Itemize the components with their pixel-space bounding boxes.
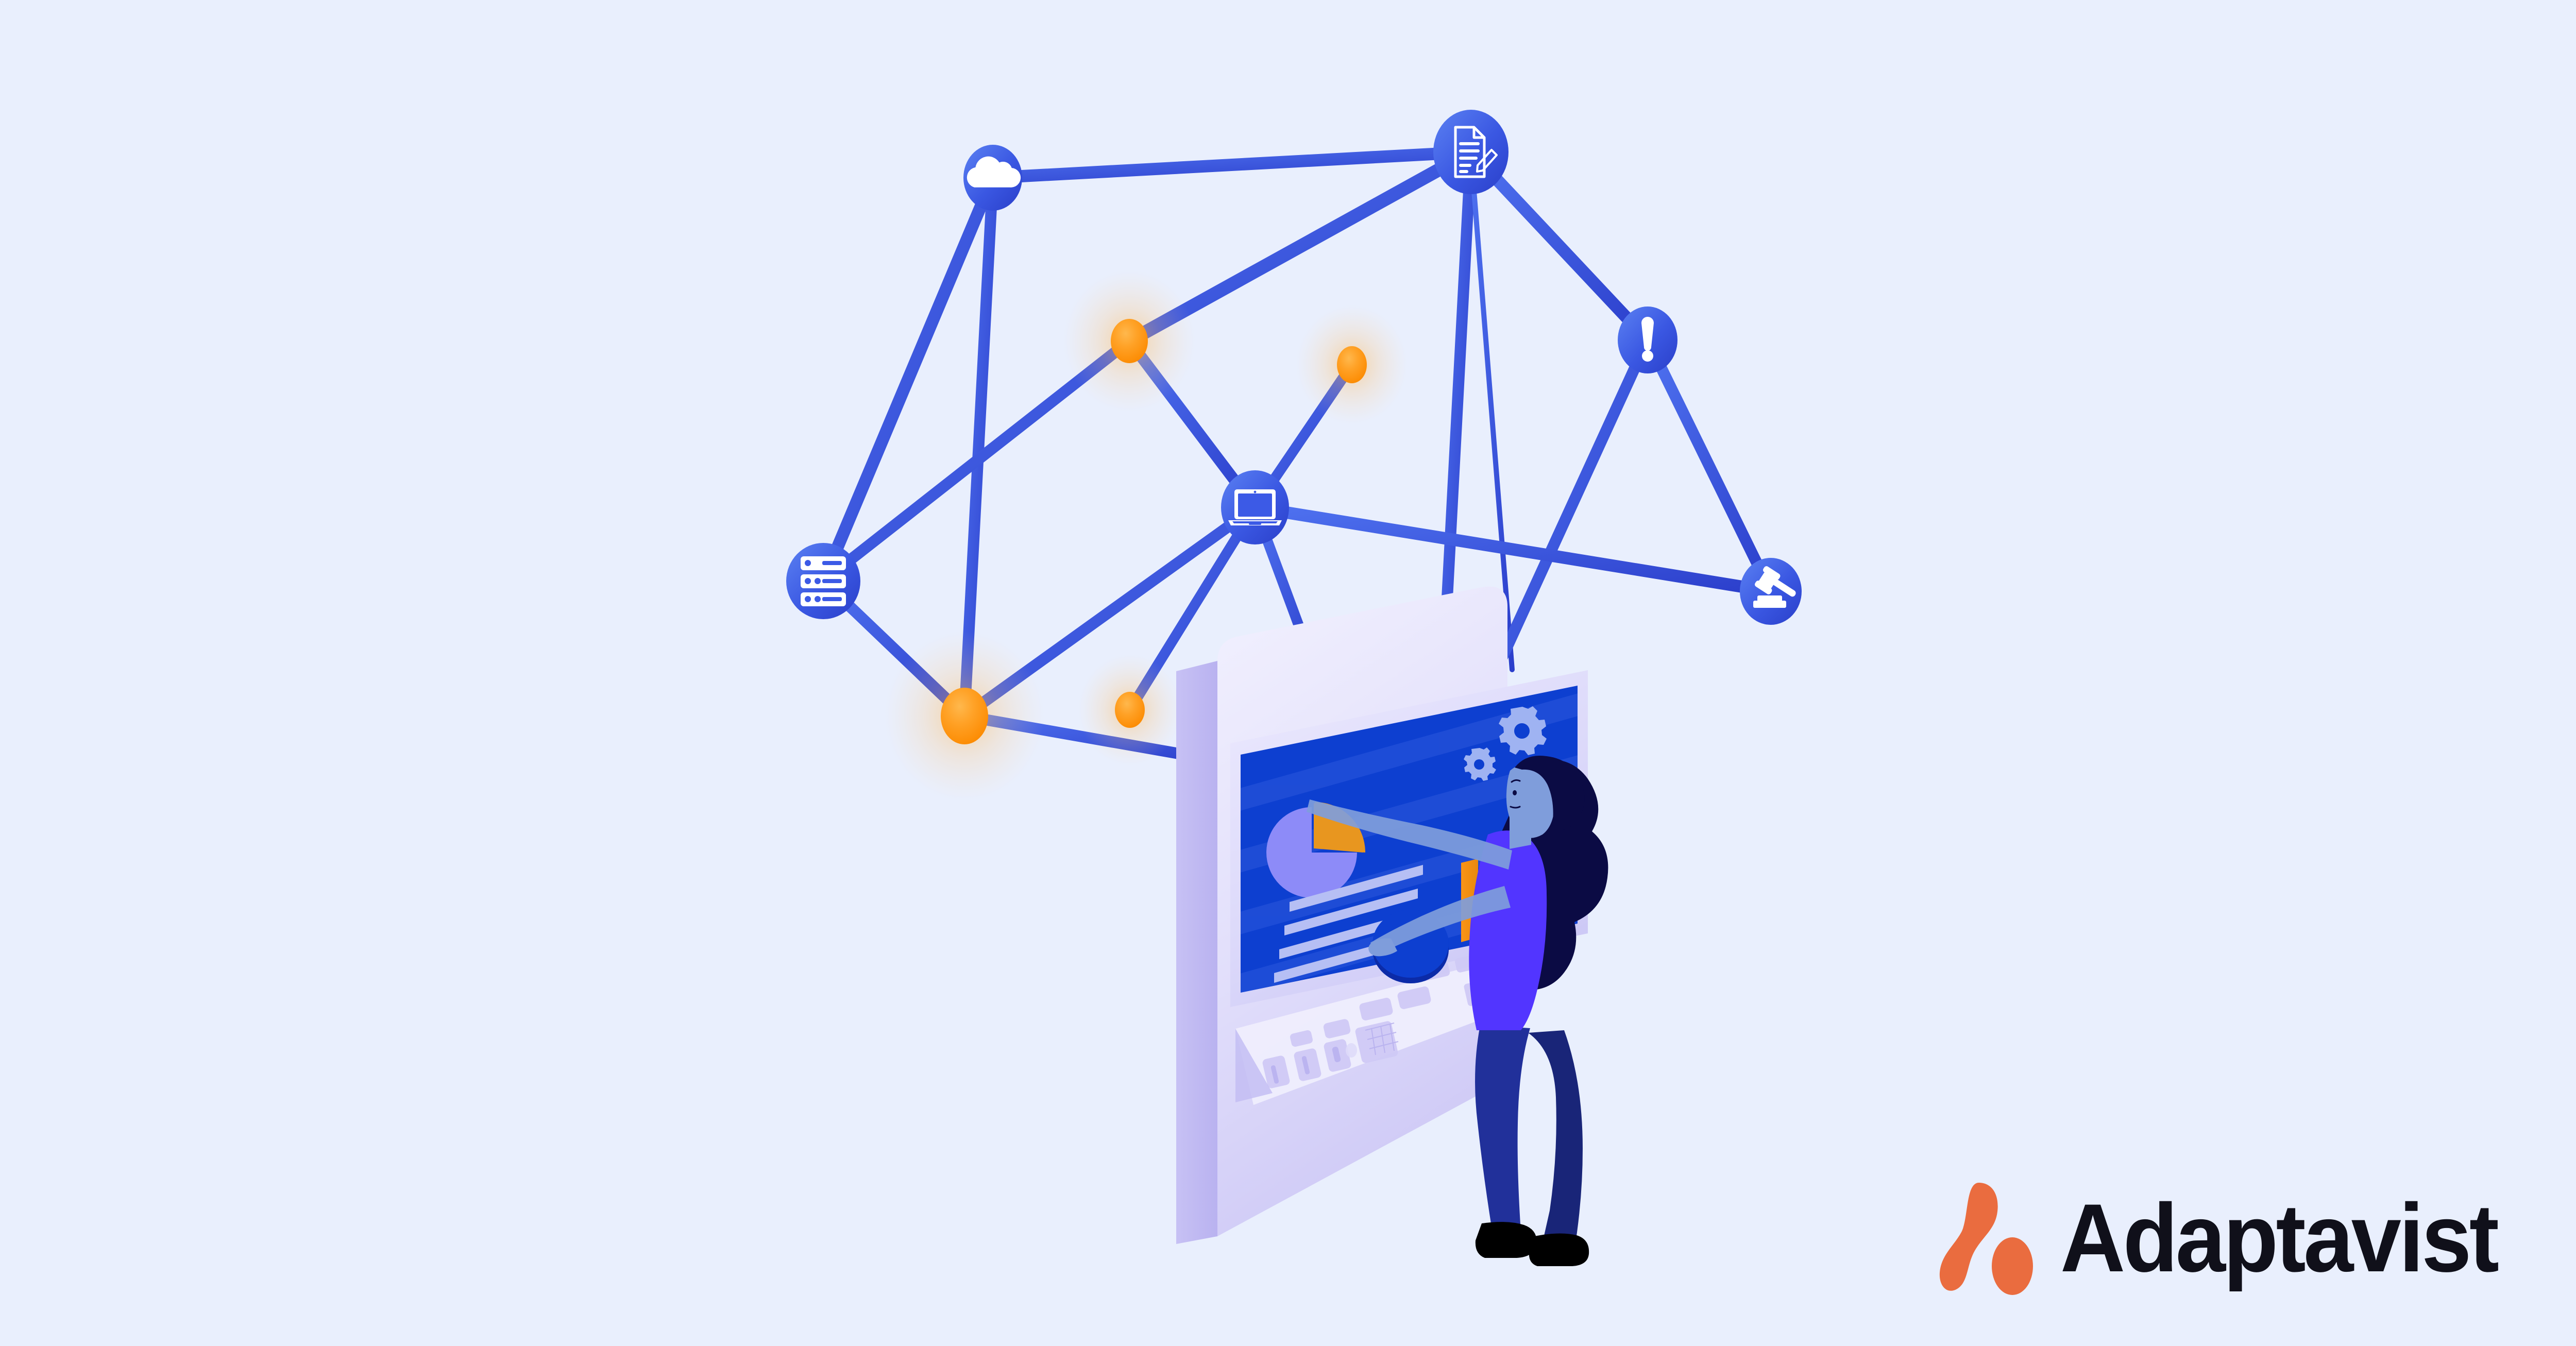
console-side-panel	[1176, 661, 1217, 1244]
orange-orb-group	[885, 270, 1408, 801]
gear-cluster	[1464, 706, 1547, 781]
gear-icon-small	[1464, 747, 1496, 781]
node-laptop[interactable]	[1221, 470, 1289, 544]
face	[1506, 762, 1555, 838]
pie-slice-segment-b	[1266, 807, 1357, 898]
laptop-icon	[1228, 489, 1282, 525]
eye	[1513, 790, 1517, 795]
cloud-icon	[967, 156, 1021, 188]
edge-cloud-orbc	[959, 172, 998, 722]
node-alert[interactable]	[1618, 306, 1677, 373]
operator-figure	[1307, 755, 1608, 1266]
server-rack-icon	[801, 556, 846, 606]
keypad-sliders[interactable]	[1270, 1043, 1357, 1084]
node-cloud[interactable]	[963, 145, 1022, 211]
exclamation-icon	[1641, 317, 1654, 362]
orange-orb-a	[1063, 270, 1195, 412]
mouth	[1510, 806, 1521, 809]
edge-cloud-document	[987, 146, 1477, 184]
orange-orb-icon	[1115, 692, 1145, 728]
keypad-grid[interactable]	[1365, 1023, 1399, 1055]
orange-orb-icon	[941, 688, 988, 744]
orange-orb-icon	[1337, 346, 1367, 383]
edge-alert-gavel	[1642, 334, 1776, 597]
edge-document-panel2	[1468, 149, 1515, 672]
adaptavist-logo[interactable]: Adaptavist	[1939, 1179, 2530, 1297]
document-edit-icon	[1454, 126, 1498, 178]
orange-orb-c	[885, 631, 1044, 801]
shoe-back	[1529, 1233, 1589, 1266]
gavel-icon	[1753, 566, 1796, 608]
leg-back	[1528, 1030, 1583, 1253]
adaptavist-wordmark: Adaptavist	[2060, 1184, 2499, 1292]
hair-front	[1515, 755, 1585, 831]
control-panel-keypad[interactable]	[1235, 910, 1512, 1105]
node-document[interactable]	[1433, 110, 1509, 194]
orange-orb-b	[1296, 305, 1408, 424]
orange-orb-icon	[1111, 319, 1148, 363]
arm-upper	[1307, 799, 1512, 870]
edge-document-alert	[1465, 146, 1654, 346]
gear-icon-large	[1499, 706, 1547, 755]
edge-gavel-laptop	[1249, 501, 1777, 598]
eyebrow	[1511, 779, 1521, 783]
shoe-front	[1475, 1222, 1537, 1258]
shirt	[1469, 830, 1547, 1030]
hand	[1368, 938, 1397, 957]
node-server[interactable]	[786, 543, 860, 619]
keypad-shadow-wedge	[1235, 1029, 1273, 1102]
edge-alert-panel	[1491, 334, 1653, 675]
leg-front	[1475, 1025, 1530, 1236]
node-gavel[interactable]	[1740, 558, 1802, 625]
adaptavist-logo-mark	[1939, 1183, 2033, 1295]
arm-lower	[1370, 886, 1511, 956]
orange-orb-d	[1078, 654, 1181, 765]
edge-cloud-server	[817, 172, 999, 587]
